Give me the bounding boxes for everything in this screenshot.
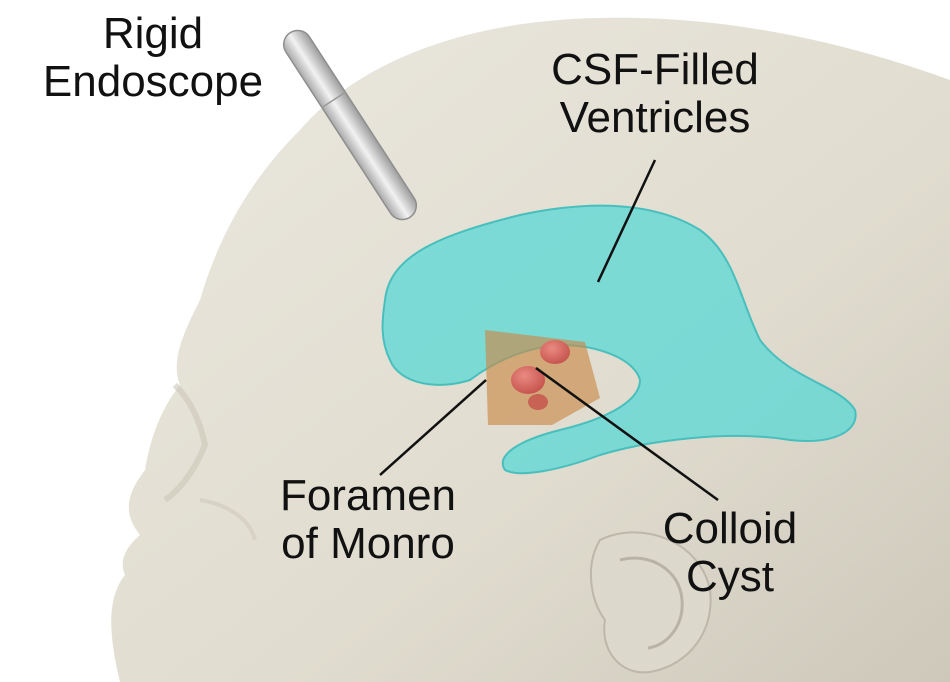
label-cyst-line1: Colloid xyxy=(630,505,830,553)
colloid-cyst-top xyxy=(540,340,570,364)
label-csf-line2: Ventricles xyxy=(505,94,805,142)
label-rigid-endoscope-line2: Endoscope xyxy=(8,58,298,106)
label-foramen-line2: of Monro xyxy=(248,520,488,568)
label-csf-ventricles: CSF-Filled Ventricles xyxy=(505,46,805,142)
label-foramen-line1: Foramen xyxy=(248,472,488,520)
label-rigid-endoscope: Rigid Endoscope xyxy=(8,10,298,106)
label-colloid-cyst: Colloid Cyst xyxy=(630,505,830,601)
label-cyst-line2: Cyst xyxy=(630,553,830,601)
colloid-cyst-side xyxy=(528,394,548,410)
label-foramen-of-monro: Foramen of Monro xyxy=(248,472,488,568)
label-rigid-endoscope-line1: Rigid xyxy=(8,10,298,58)
label-csf-line1: CSF-Filled xyxy=(505,46,805,94)
